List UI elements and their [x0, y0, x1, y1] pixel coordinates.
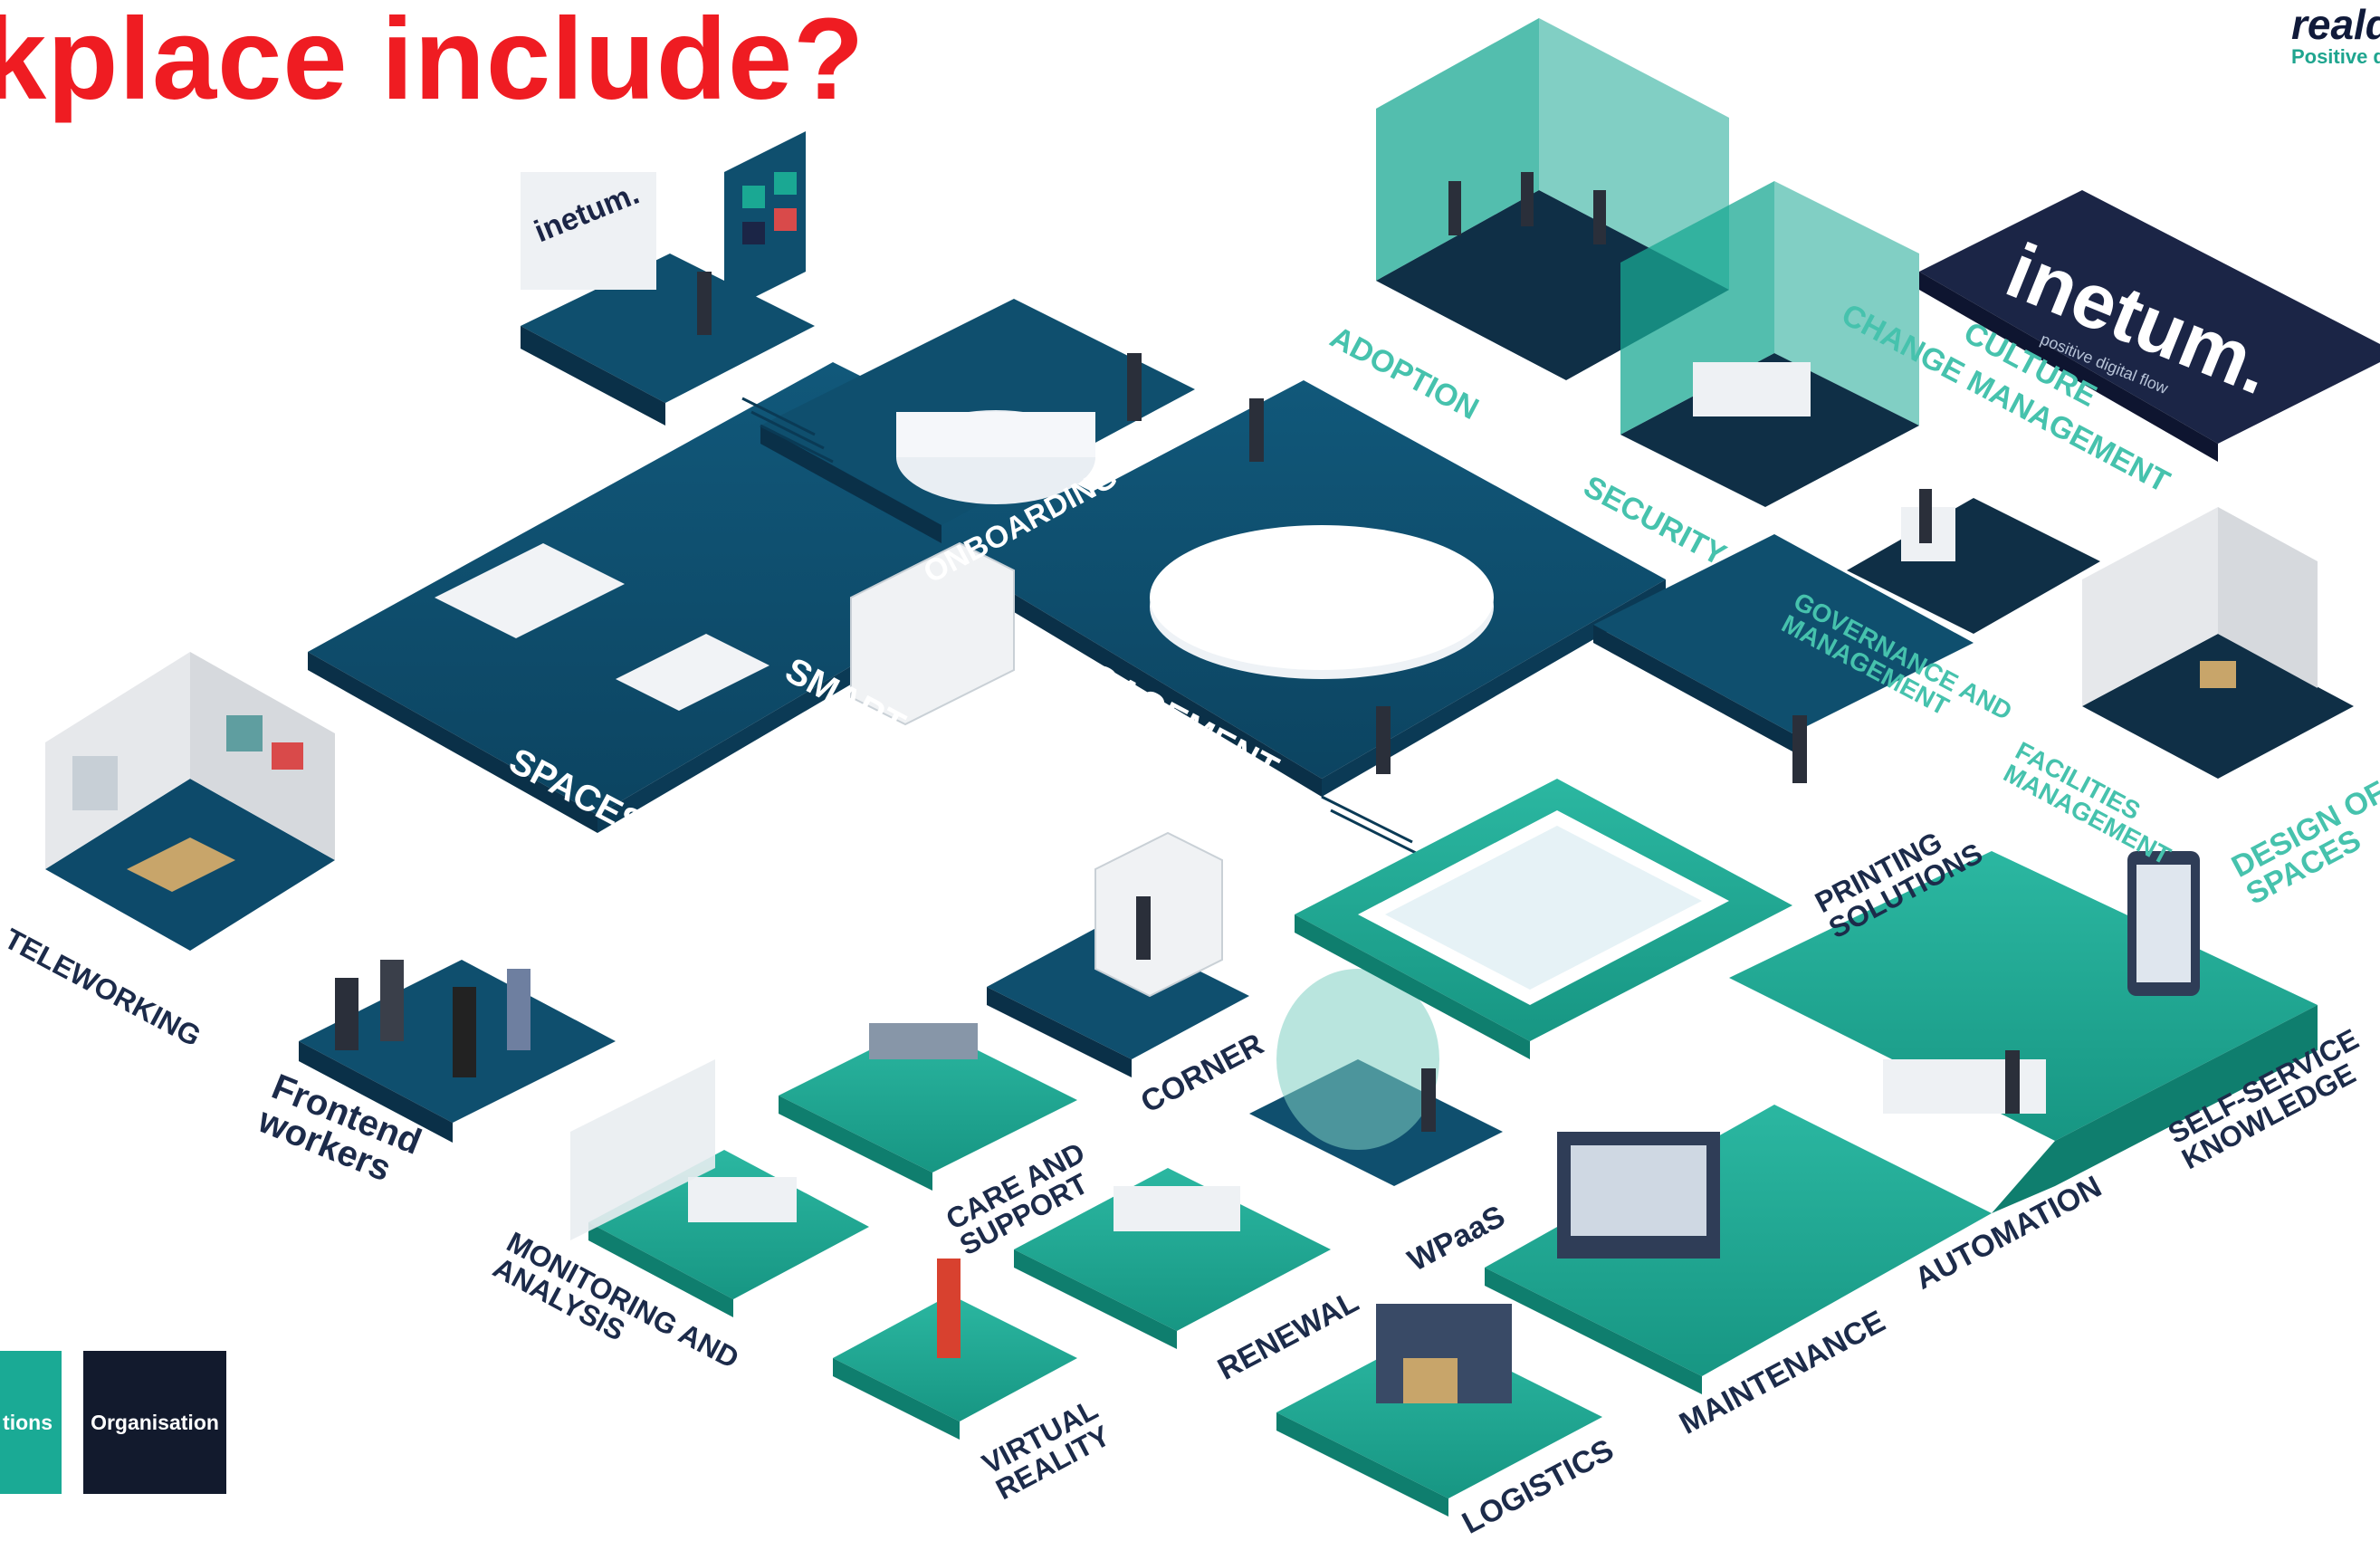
- security-room: [1620, 181, 1919, 507]
- virtual-reality-platform: [833, 1259, 1077, 1440]
- page-title: kplace include?: [0, 0, 865, 124]
- corner-platform: [987, 831, 1249, 1077]
- wpaas-platform: [1249, 969, 1503, 1186]
- tablet-platform: [1295, 779, 1792, 1059]
- teleworking-room: [45, 652, 335, 951]
- renewal-platform: [1014, 1168, 1331, 1349]
- brand-logo: realdo Positive d: [2291, 0, 2380, 69]
- people-figures: [697, 172, 2020, 1132]
- design-of-spaces-room: [2082, 507, 2354, 779]
- reception-branding: [521, 131, 806, 312]
- maintenance-automation-area: [1485, 851, 2318, 1394]
- care-support-platform: [779, 1023, 1077, 1191]
- brand-name: realdo: [2290, 1, 2380, 48]
- monitoring-platform: [570, 1059, 869, 1317]
- logistics-platform: [1276, 1304, 1602, 1517]
- legend-organisation: Organisation: [83, 1351, 226, 1494]
- brand-tagline: Positive d: [2290, 45, 2380, 68]
- legend-solutions: tions: [0, 1351, 62, 1494]
- central-platform: [308, 254, 1974, 857]
- inetum-slab: [1919, 190, 2380, 462]
- frontend-workers-platform: [299, 960, 616, 1143]
